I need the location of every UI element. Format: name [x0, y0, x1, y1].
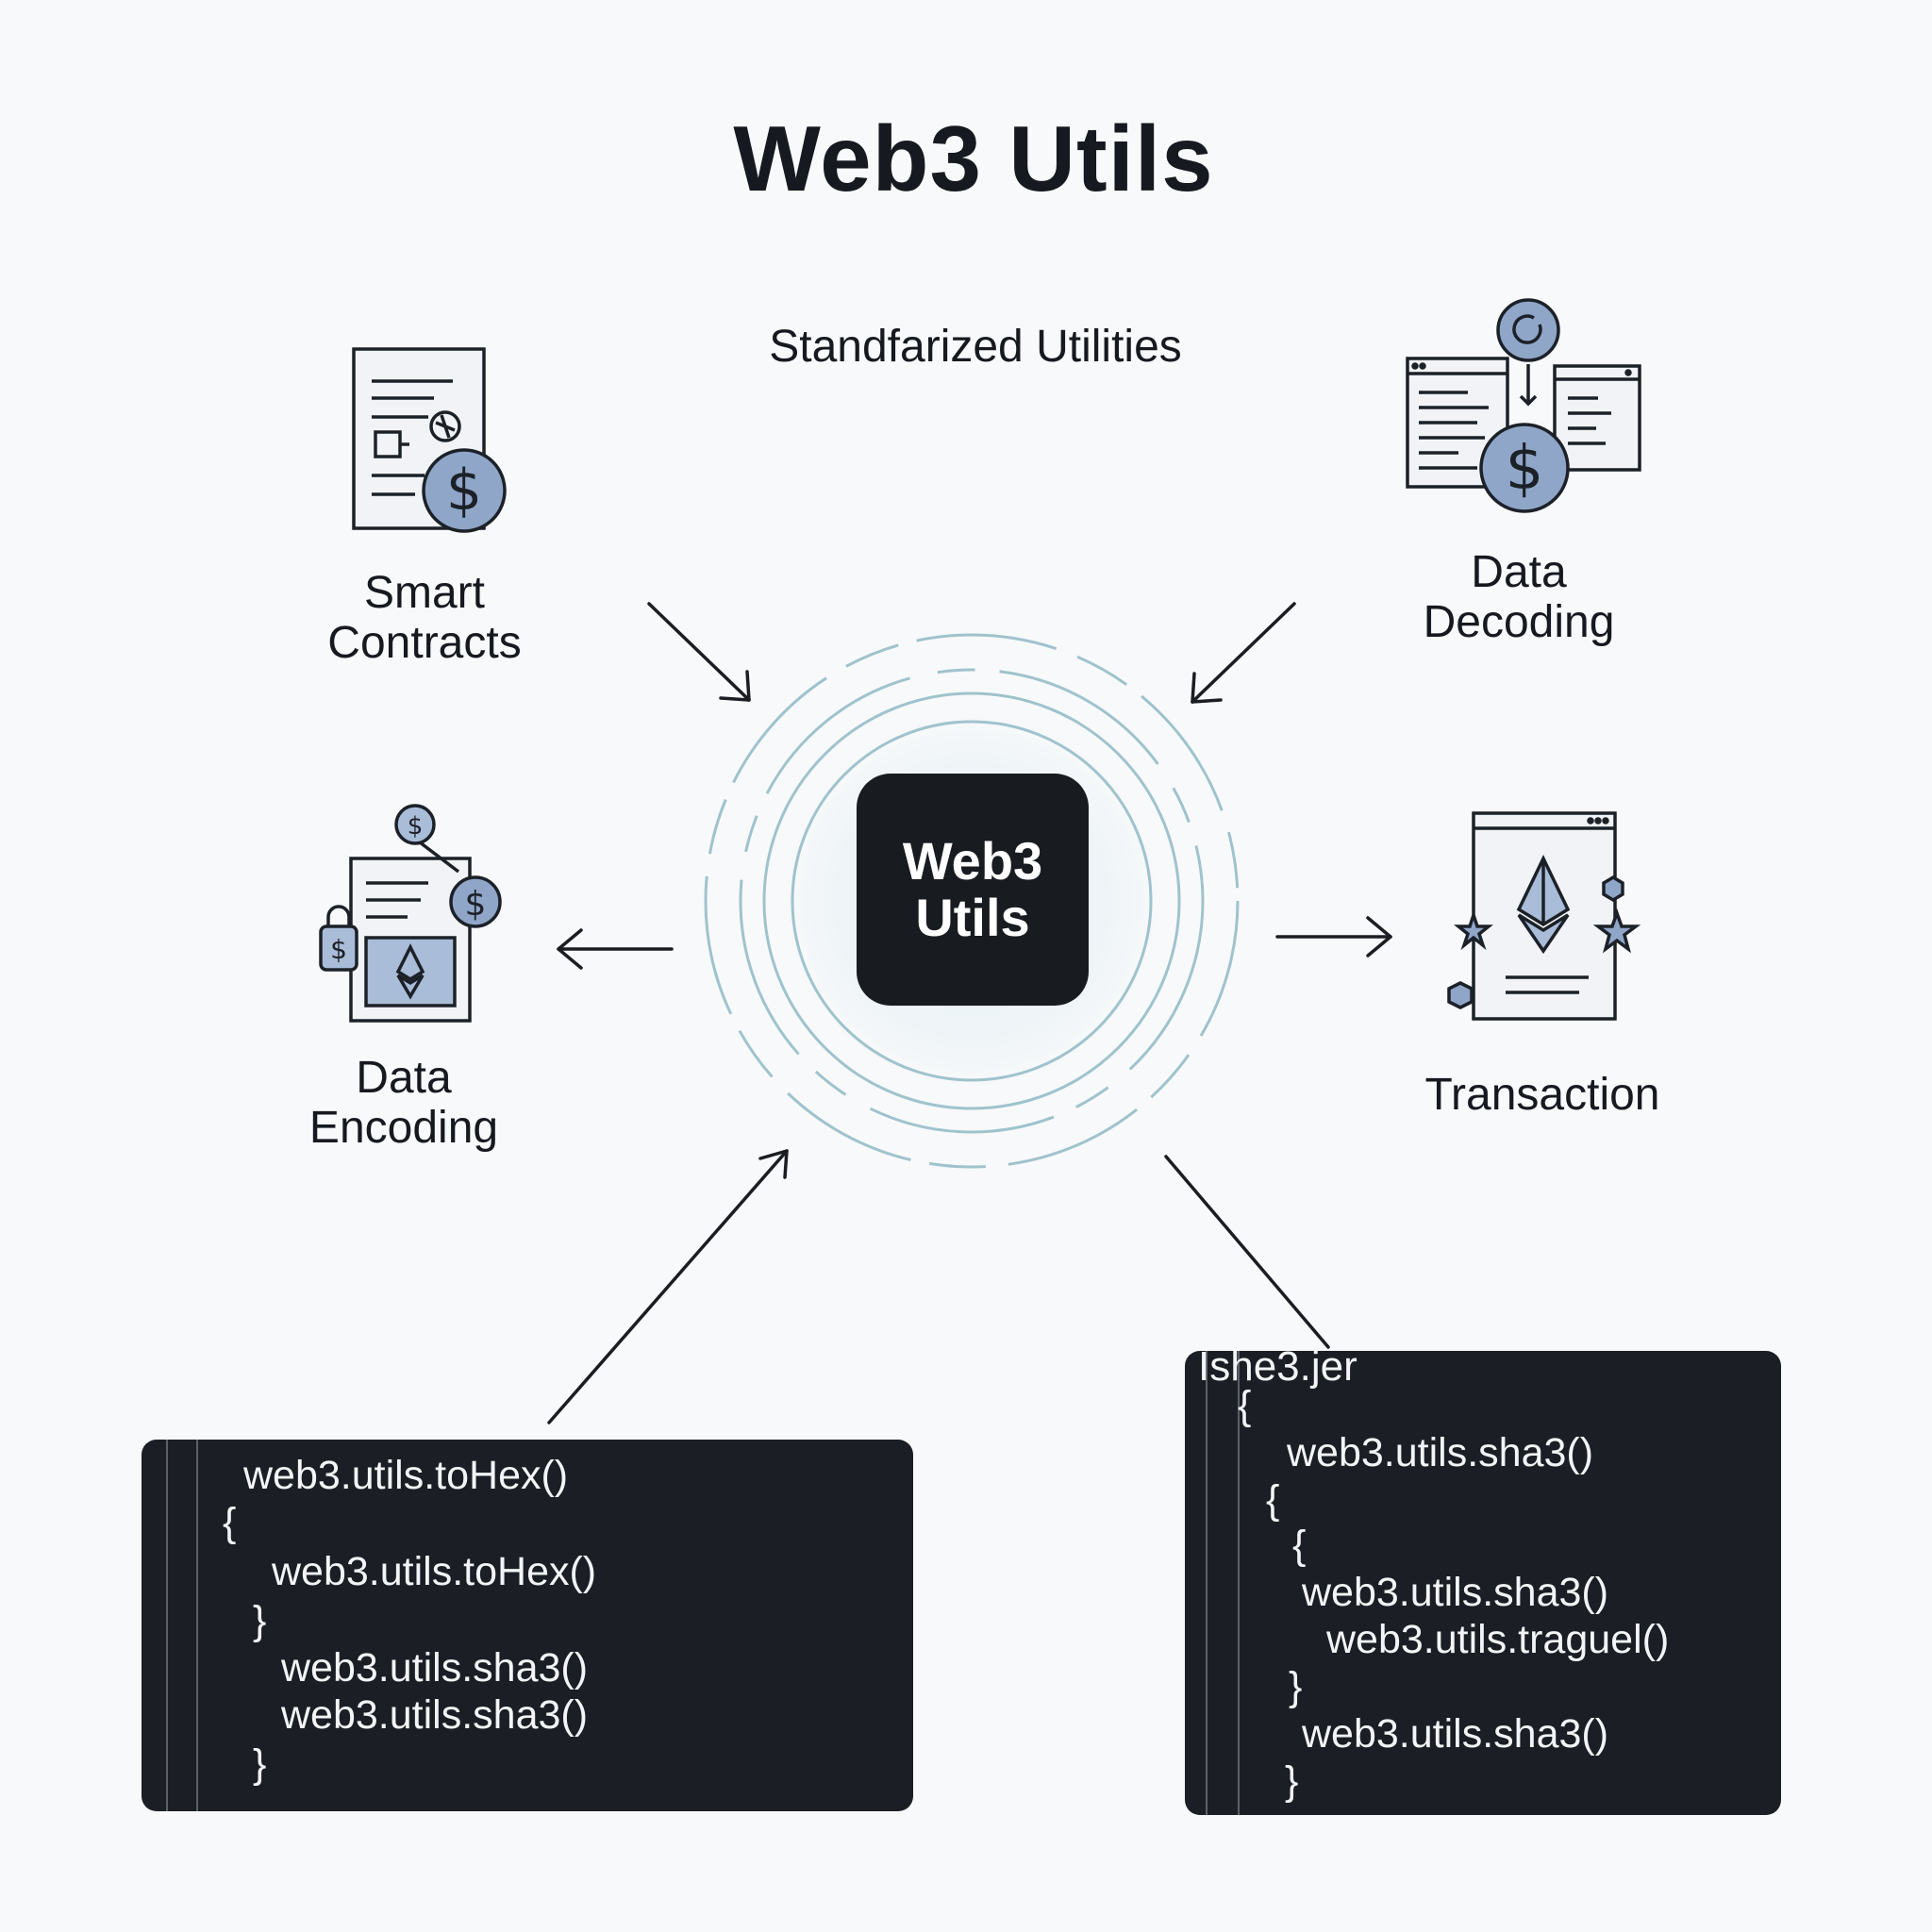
line-hub-to-code: [1164, 1155, 1330, 1349]
windows-dollar-icon: $: [1406, 298, 1641, 513]
hub-web3-utils: Web3 Utils: [857, 774, 1089, 1006]
arrow-data-decoding-to-hub: [1191, 602, 1296, 704]
code-line: }: [1285, 1758, 1299, 1804]
document-ethereum-icon: $ $ $: [319, 804, 502, 1023]
code-line: {: [223, 1500, 237, 1545]
arrow-hub-to-data-encoding: [557, 928, 674, 970]
arrow-smart-contracts-to-hub: [647, 602, 751, 702]
code-line: web3.utils.sha3(): [1287, 1430, 1594, 1475]
code-line: {: [1238, 1383, 1252, 1428]
browser-ethereum-icon: [1447, 811, 1641, 1021]
code-line: {: [1292, 1523, 1307, 1568]
code-line: web3.utils.sha3(): [1302, 1570, 1609, 1615]
svg-text:$: $: [330, 934, 347, 965]
code-panel-right: Ishe3.jer { web3.utils.sha3() { { web3.u…: [1185, 1351, 1781, 1815]
page-subtitle: Standfarized Utilities: [769, 322, 1182, 372]
label-smart-contracts: Smart Contracts: [327, 568, 522, 668]
arrow-hub-to-transaction: [1275, 916, 1392, 958]
code-line: web3.utils.sha3(): [281, 1692, 589, 1738]
code-line: }: [1289, 1664, 1303, 1709]
code-line: }: [253, 1741, 267, 1787]
label-data-decoding: Data Decoding: [1423, 547, 1615, 647]
code-line: }: [253, 1598, 267, 1643]
code-line: web3.utils.sha3(): [281, 1645, 589, 1690]
label-transaction: Transaction: [1424, 1070, 1660, 1120]
code-line: web3.utils.toHex(): [243, 1453, 569, 1498]
svg-text:$: $: [408, 812, 424, 841]
page-title: Web3 Utils: [733, 107, 1214, 210]
contract-dollar-icon: $: [352, 347, 507, 533]
code-line: Ishe3.jer: [1198, 1351, 1357, 1390]
svg-text:$: $: [1506, 434, 1544, 504]
code-line: {: [1266, 1477, 1280, 1523]
svg-text:$: $: [446, 458, 482, 524]
code-line: web3.utils.traguel(): [1326, 1617, 1670, 1662]
code-line: web3.utils.sha3(): [1302, 1711, 1609, 1757]
label-data-encoding: Data Encoding: [308, 1053, 499, 1153]
code-line: web3.utils.toHex(): [272, 1549, 597, 1594]
arrow-code-to-hub: [547, 1149, 789, 1424]
code-panel-left: web3.utils.toHex() { web3.utils.toHex() …: [142, 1440, 913, 1811]
svg-text:$: $: [465, 885, 487, 924]
